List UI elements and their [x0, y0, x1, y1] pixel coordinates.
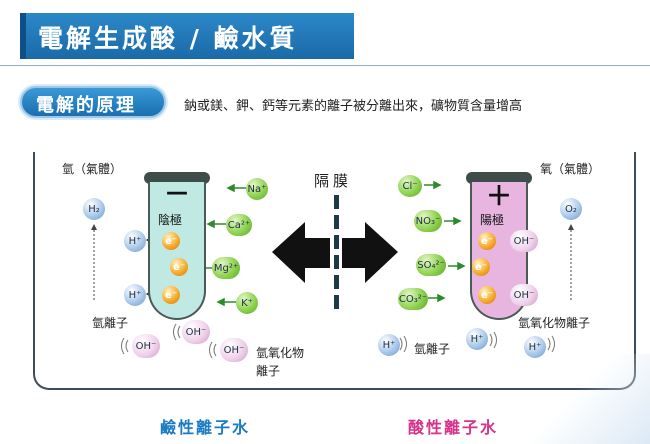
- anode-e-1: e⁻: [478, 232, 496, 250]
- anion-so4: SO₄²⁻: [416, 254, 446, 276]
- tube-ion-h-1: H⁺: [124, 230, 146, 252]
- anion-no3: NO₃⁻: [414, 210, 442, 232]
- tube-ion-e-1: e⁻: [162, 232, 180, 250]
- left-hydroxide-label-1: 氫氧化物: [256, 346, 305, 360]
- acidic-water-label: 酸性離子水: [408, 418, 499, 437]
- right-hydroxide-label: 氫氧化物離子: [518, 316, 591, 330]
- cation-mg: Mg²⁺: [212, 257, 240, 279]
- cathode-sign: －: [164, 180, 191, 210]
- left-oh-1: OH⁻: [182, 320, 210, 344]
- section-pill-label: 電解的原理: [36, 95, 136, 116]
- h2-molecule: H₂: [83, 198, 105, 220]
- anode-cap: [466, 172, 532, 184]
- anion-co3: CO₃²⁻: [398, 288, 428, 310]
- right-h-1: H⁺: [378, 334, 400, 356]
- anode-e-3: e⁻: [478, 286, 496, 304]
- anode-sign: ＋: [486, 182, 513, 212]
- tube-ion-e-2: e⁻: [170, 258, 188, 276]
- anode-label: 陽極: [480, 213, 505, 227]
- left-hydrogen-ion-label: 氫離子: [92, 316, 129, 330]
- anion-cl: Cl⁻: [398, 175, 422, 197]
- hydrogen-gas-label: 氫（氣體）: [62, 162, 123, 176]
- left-oh-3: OH⁻: [220, 338, 248, 362]
- section-description: 鈉或鎂、鉀、鈣等元素的離子被分離出來，礦物質含量增高: [184, 99, 523, 114]
- right-h-2: H⁺: [466, 328, 488, 350]
- alkaline-water-label: 鹼性離子水: [160, 418, 251, 437]
- big-left-arrow: [272, 222, 330, 283]
- left-hydroxide-label-2: 離子: [256, 364, 281, 378]
- membrane-label: 隔膜: [314, 172, 353, 190]
- cation-ca: Ca²⁺: [226, 214, 252, 236]
- diagram-frame: [33, 152, 636, 390]
- title-bar: 電解生成酸 / 鹼水質: [20, 13, 354, 59]
- corner-gradient-decoration: [510, 354, 650, 444]
- membrane-line: [334, 195, 339, 309]
- page-title: 電解生成酸 / 鹼水質: [38, 24, 298, 53]
- cation-na: Na⁺: [246, 178, 268, 200]
- section-pill: 電解的原理: [20, 86, 166, 118]
- cathode-cap: [144, 172, 210, 184]
- oxygen-gas-label: 氧（氣體）: [540, 162, 601, 176]
- big-right-arrow: [342, 222, 398, 283]
- anode-e-2: e⁻: [472, 258, 490, 276]
- tube-ion-h-2: H⁺: [124, 284, 146, 306]
- right-hydrogen-ion-label: 氫離子: [414, 342, 451, 356]
- anode-oh-1: OH⁻: [510, 230, 538, 252]
- tube-ion-e-3: e⁻: [162, 286, 180, 304]
- anode-oh-2: OH⁻: [510, 284, 538, 306]
- right-h-3: H⁺: [524, 336, 546, 358]
- cathode-label: 陰極: [158, 213, 183, 227]
- left-oh-2: OH⁻: [132, 334, 160, 358]
- o2-molecule: O₂: [560, 198, 582, 220]
- cation-k: K⁺: [236, 292, 258, 314]
- title-divider: [0, 65, 650, 66]
